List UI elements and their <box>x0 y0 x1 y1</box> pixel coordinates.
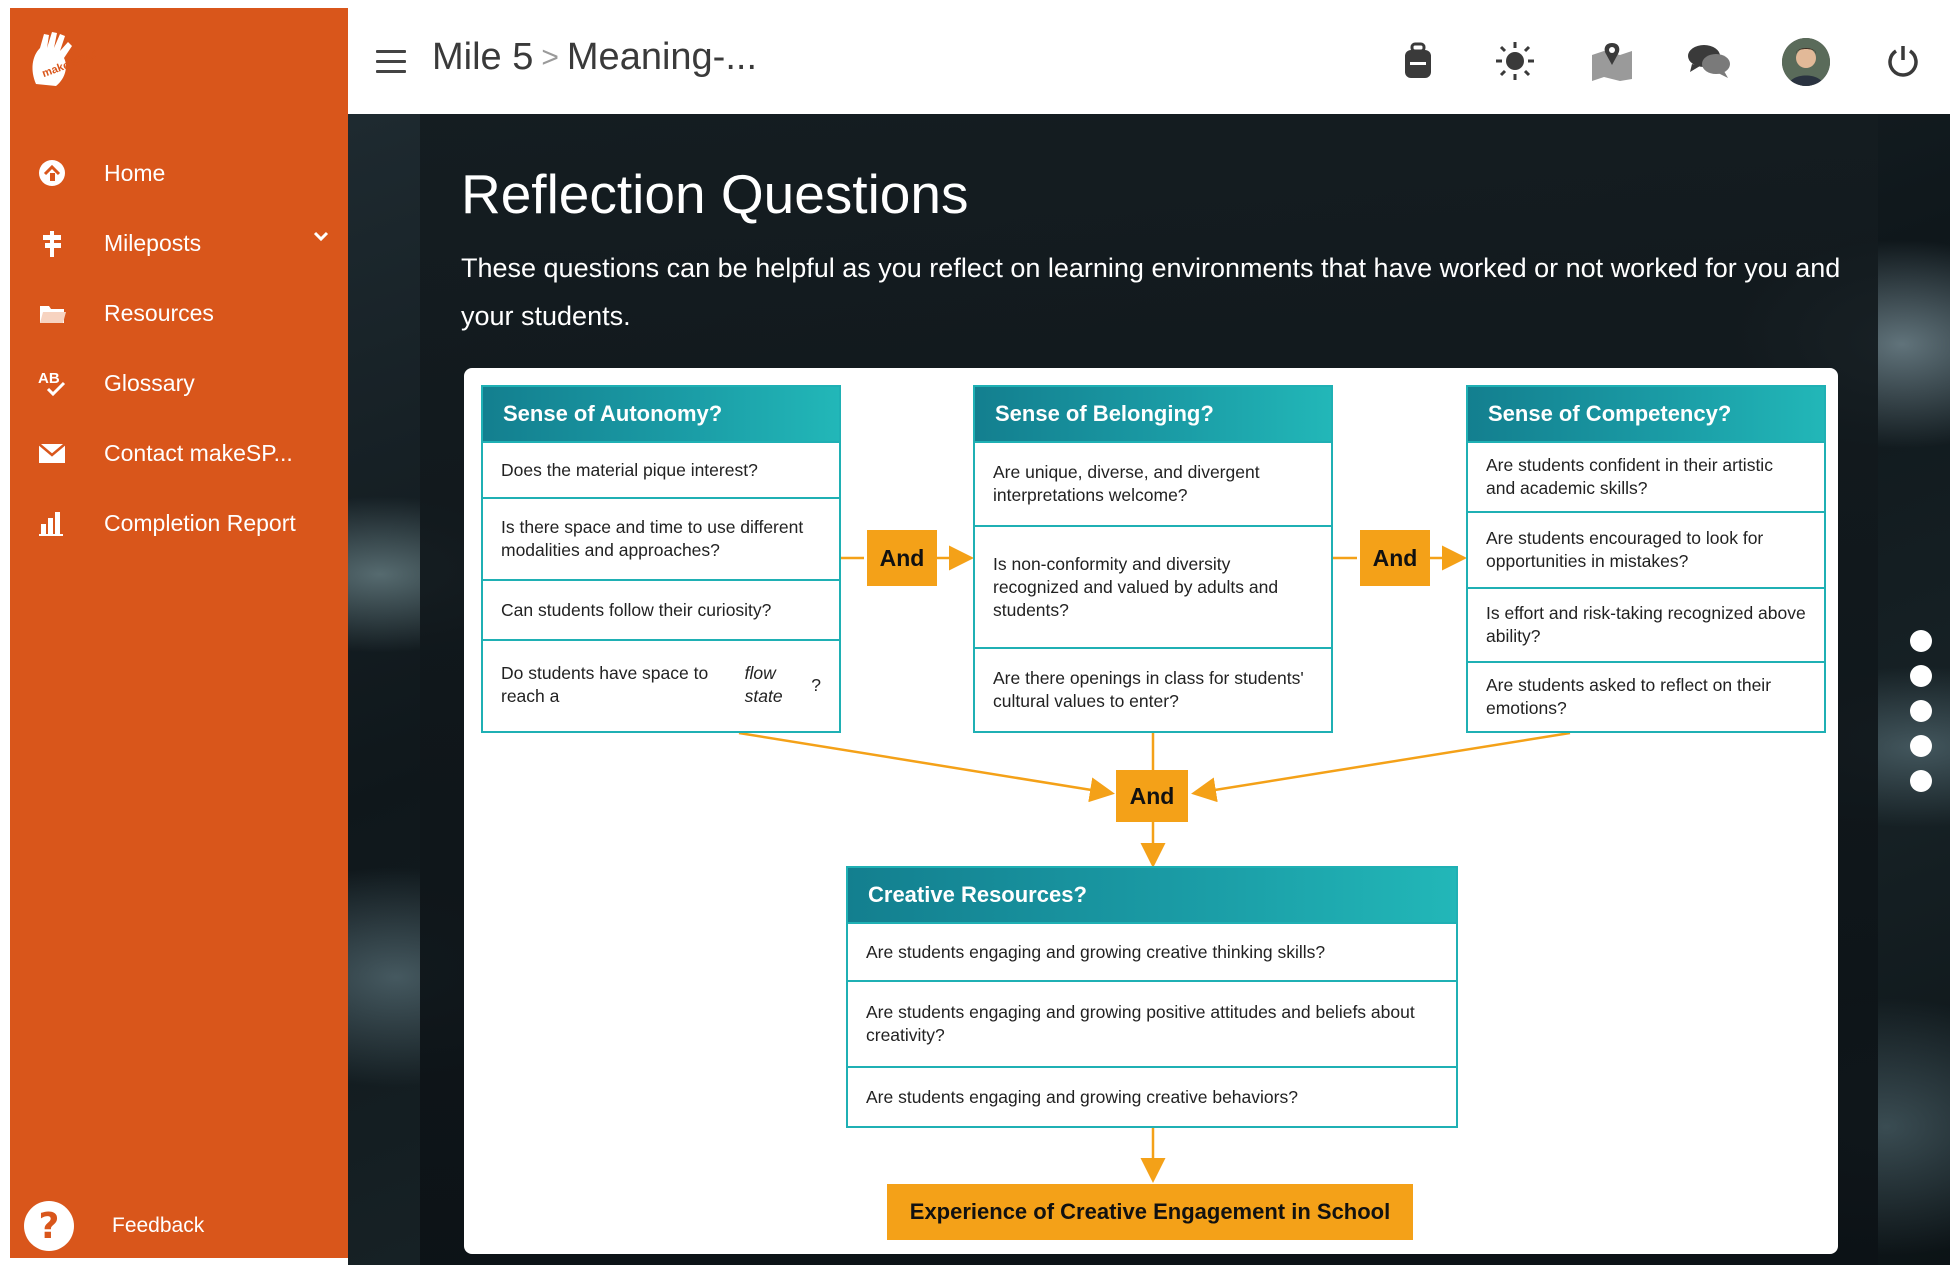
card-autonomy-row: Is there space and time to use different… <box>483 497 839 579</box>
map-icon[interactable] <box>1589 38 1635 84</box>
card-resources-row: Are students engaging and growing positi… <box>848 980 1456 1066</box>
pager-dot[interactable] <box>1910 770 1932 792</box>
reflection-diagram: Sense of Autonomy? Does the material piq… <box>464 368 1838 1254</box>
sidebar-item-label: Completion Report <box>104 509 296 536</box>
sidebar-item-mileposts[interactable]: Mileposts <box>10 208 348 278</box>
and-connector: And <box>1116 770 1188 822</box>
sidebar-item-home[interactable]: Home <box>10 138 348 208</box>
card-autonomy-row: Does the material pique interest? <box>483 441 839 497</box>
sidebar-item-completion-report[interactable]: Completion Report <box>10 488 348 558</box>
card-resources-row: Are students engaging and growing creati… <box>848 922 1456 980</box>
sidebar-nav: Home Mileposts Resources AB <box>10 138 348 558</box>
sidebar-item-resources[interactable]: Resources <box>10 278 348 348</box>
card-competency: Sense of Competency? Are students confid… <box>1466 385 1826 733</box>
card-autonomy-title: Sense of Autonomy? <box>483 387 839 441</box>
sun-icon[interactable] <box>1492 38 1538 84</box>
glossary-icon: AB <box>34 365 70 401</box>
card-autonomy-row: Do students have space to reach a flow s… <box>483 639 839 729</box>
help-icon: ? <box>24 1201 74 1251</box>
breadcrumb-separator: > <box>541 40 559 74</box>
and-connector: And <box>1360 530 1430 586</box>
outcome-box: Experience of Creative Engagement in Sch… <box>887 1184 1413 1240</box>
pager-dot[interactable] <box>1910 700 1932 722</box>
pager-dot[interactable] <box>1910 735 1932 757</box>
svg-text:AB: AB <box>38 370 60 387</box>
sidebar-item-label: Glossary <box>104 369 195 396</box>
card-competency-title: Sense of Competency? <box>1468 387 1824 441</box>
card-autonomy: Sense of Autonomy? Does the material piq… <box>481 385 841 733</box>
power-icon[interactable] <box>1880 38 1926 84</box>
hamburger-menu-icon[interactable] <box>376 50 406 74</box>
feedback-label: Feedback <box>112 1214 205 1237</box>
card-competency-row: Are students asked to reflect on their e… <box>1468 661 1824 731</box>
sidebar-item-label: Contact makeSP... <box>104 439 293 466</box>
pager-dot[interactable] <box>1910 665 1932 687</box>
folder-icon <box>34 295 70 331</box>
sidebar-item-label: Home <box>104 159 166 186</box>
card-autonomy-row: Can students follow their curiosity? <box>483 579 839 639</box>
slide-pager <box>1910 630 1934 805</box>
card-creative-resources: Creative Resources? Are students engagin… <box>846 866 1458 1128</box>
backpack-icon[interactable] <box>1395 38 1441 84</box>
sidebar-item-glossary[interactable]: AB Glossary <box>10 348 348 418</box>
card-competency-row: Is effort and risk-taking recognized abo… <box>1468 587 1824 661</box>
chevron-down-icon[interactable] <box>312 230 330 249</box>
breadcrumb-item-current: Meaning-... <box>566 36 757 78</box>
card-belonging-title: Sense of Belonging? <box>975 387 1331 441</box>
page-title: Reflection Questions <box>461 163 969 225</box>
card-resources-title: Creative Resources? <box>848 868 1456 922</box>
feedback-button[interactable]: ? Feedback <box>24 1196 204 1256</box>
card-competency-row: Are students confident in their artistic… <box>1468 441 1824 511</box>
top-bar: Mile 5 > Meaning-... <box>348 8 1950 114</box>
card-belonging: Sense of Belonging? Are unique, diverse,… <box>973 385 1333 733</box>
envelope-icon <box>34 435 70 471</box>
sidebar-item-label: Mileposts <box>104 229 202 256</box>
chat-icon[interactable] <box>1686 38 1732 84</box>
diagram-connectors <box>738 545 1571 1183</box>
card-competency-row: Are students encouraged to look for oppo… <box>1468 511 1824 587</box>
sidebar-item-label: Resources <box>104 299 214 326</box>
breadcrumb-item-mile[interactable]: Mile 5 <box>432 36 534 78</box>
breadcrumb: Mile 5 > Meaning-... <box>432 36 757 79</box>
makespace-logo[interactable]: make SPACE <box>22 26 109 100</box>
card-belonging-row: Is non-conformity and diversity recogniz… <box>975 525 1331 647</box>
bar-chart-icon <box>34 505 70 541</box>
card-resources-row: Are students engaging and growing creati… <box>848 1066 1456 1126</box>
sidebar-item-contact[interactable]: Contact makeSP... <box>10 418 348 488</box>
pager-dot[interactable] <box>1910 630 1932 652</box>
and-connector: And <box>867 530 937 586</box>
home-icon <box>34 155 70 191</box>
page-intro: These questions can be helpful as you re… <box>461 253 1841 331</box>
signpost-icon <box>34 225 70 261</box>
card-belonging-row: Are unique, diverse, and divergent inter… <box>975 441 1331 525</box>
card-belonging-row: Are there openings in class for students… <box>975 647 1331 731</box>
sidebar: make SPACE Home Mileposts <box>10 8 348 1258</box>
avatar[interactable] <box>1782 38 1830 86</box>
